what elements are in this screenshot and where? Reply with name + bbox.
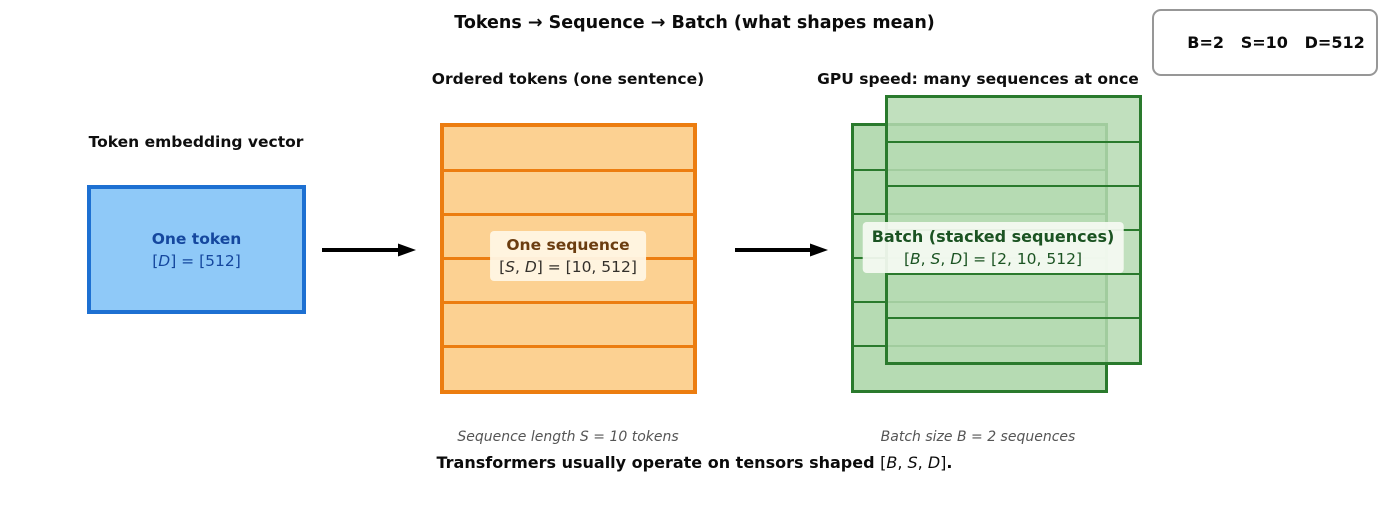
sequence-box bbox=[440, 123, 697, 394]
sequence-label: One sequence [S, D] = [10, 512] bbox=[490, 231, 646, 281]
row-separator bbox=[444, 344, 693, 348]
footer-math: [B, S, D] bbox=[880, 453, 947, 472]
batch-label-shape: [B, S, D] = [2, 10, 512] bbox=[903, 250, 1083, 268]
batch-label: Batch (stacked sequences) [B, S, D] = [2… bbox=[862, 222, 1124, 273]
shape-legend-text: B=2 S=10 D=512 bbox=[1187, 33, 1365, 52]
sequence-label-shape: [S, D] = [10, 512] bbox=[499, 258, 637, 276]
column-header-sequence: Ordered tokens (one sentence) bbox=[431, 70, 705, 88]
row-separator bbox=[444, 300, 693, 304]
row-separator bbox=[888, 184, 1139, 188]
row-separator bbox=[888, 140, 1139, 144]
footer-note: Transformers usually operate on tensors … bbox=[0, 453, 1389, 472]
batch-caption: Batch size B = 2 sequences bbox=[880, 429, 1076, 445]
token-box: One token [D] = [512] bbox=[87, 185, 306, 314]
sequence-caption: Sequence length S = 10 tokens bbox=[457, 429, 679, 445]
arrow-token-to-sequence bbox=[322, 243, 416, 257]
row-separator bbox=[888, 272, 1139, 276]
token-box-shape: [D] = [512] bbox=[152, 251, 241, 270]
footer-suffix: . bbox=[946, 453, 953, 472]
column-header-token: Token embedding vector bbox=[88, 133, 304, 151]
shape-legend-badge: B=2 S=10 D=512 bbox=[1152, 9, 1378, 76]
row-separator bbox=[444, 169, 693, 173]
batch-label-title: Batch (stacked sequences) bbox=[871, 227, 1115, 246]
sequence-label-title: One sequence bbox=[506, 236, 630, 254]
row-separator bbox=[444, 213, 693, 217]
arrow-sequence-to-batch bbox=[735, 243, 828, 257]
row-separator bbox=[888, 316, 1139, 320]
footer-prefix: Transformers usually operate on tensors … bbox=[436, 453, 881, 472]
token-box-label: One token bbox=[151, 229, 242, 248]
figure-title: Tokens → Sequence → Batch (what shapes m… bbox=[454, 13, 935, 33]
column-header-batch: GPU speed: many sequences at once bbox=[817, 70, 1139, 88]
